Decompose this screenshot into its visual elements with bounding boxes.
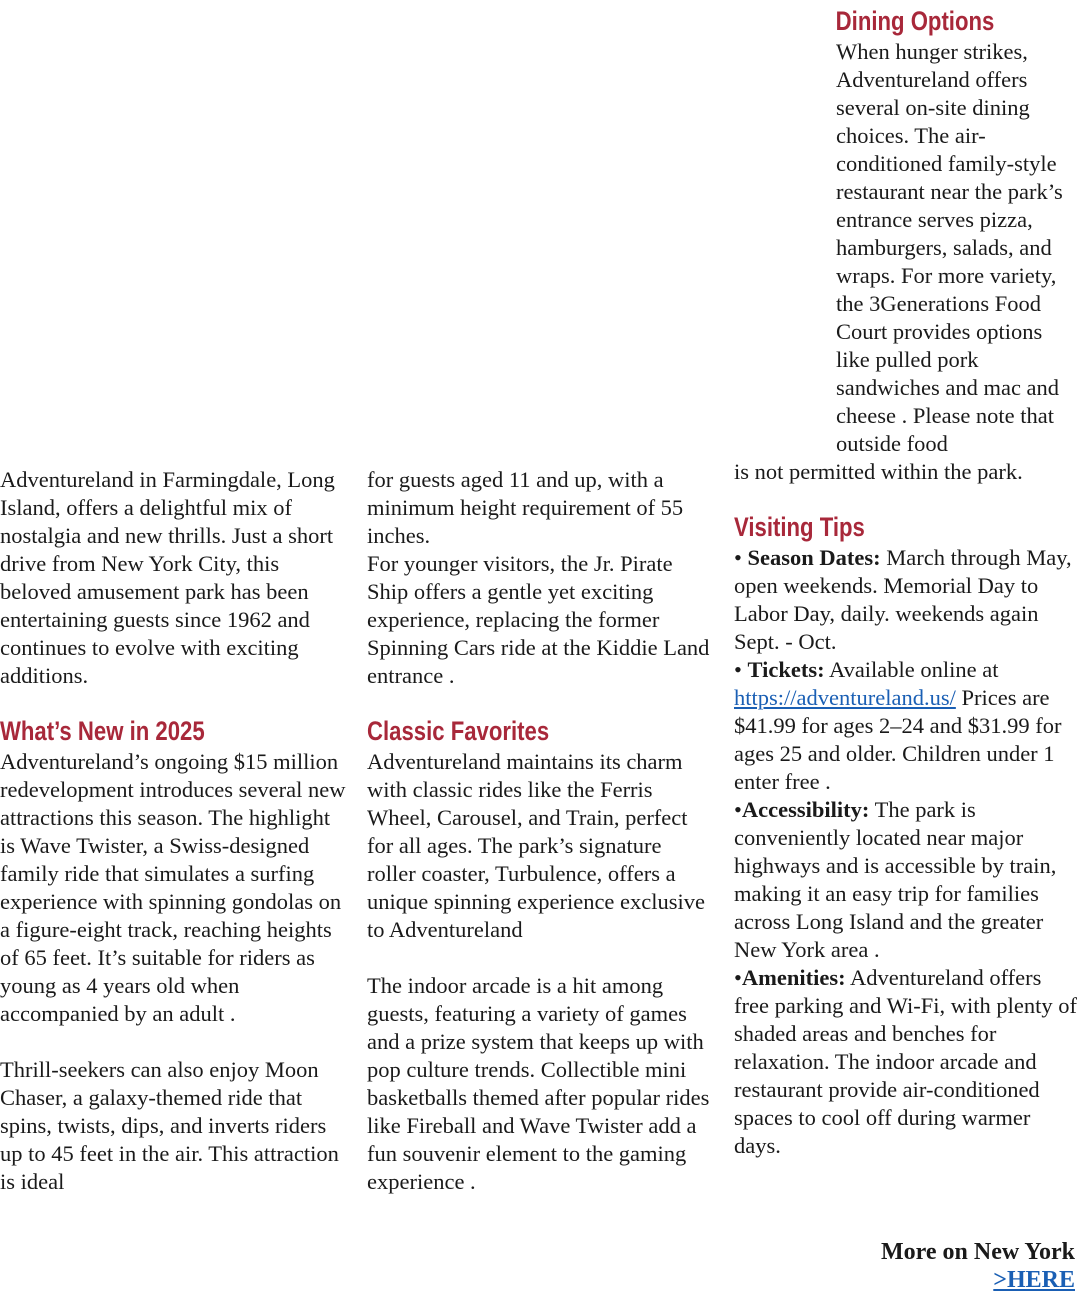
visiting-tips-section: Visiting Tips • Season Dates: March thro…	[734, 510, 1077, 1160]
bullet-icon: •	[734, 657, 742, 682]
dining-paragraph-tail: is not permitted within the park.	[734, 459, 1023, 484]
amenities-text: Adventureland offers free parking and Wi…	[734, 965, 1077, 1158]
tip-accessibility: •Accessibility: The park is conveniently…	[734, 796, 1077, 964]
arcade-paragraph: The indoor arcade is a hit among guests,…	[367, 973, 710, 1194]
tickets-label: Tickets:	[747, 657, 825, 682]
bullet-icon: •	[734, 965, 742, 990]
more-on-new-york: More on New York >HERE	[881, 1238, 1075, 1294]
whats-new-heading: What’s New in 2025	[0, 716, 205, 746]
jr-pirate-ship-paragraph: For younger visitors, the Jr. Pirate Shi…	[367, 551, 710, 688]
adventureland-link[interactable]: https://adventureland.us/	[734, 685, 956, 710]
more-label: More on New York	[881, 1239, 1075, 1265]
column-3: Dining Options When hunger strikes, Adve…	[734, 4, 1077, 1160]
season-label: Season Dates:	[747, 545, 881, 570]
season-text: March through May, open weekends. Memori…	[734, 545, 1072, 654]
tip-season: • Season Dates: March through May, open …	[734, 544, 1077, 656]
tickets-text: Available online at	[824, 657, 999, 682]
amenities-label: Amenities:	[741, 965, 846, 990]
tip-tickets: • Tickets: Available online at https://a…	[734, 656, 1077, 796]
dining-paragraph: When hunger strikes, Adventureland offer…	[836, 39, 1063, 456]
bullet-icon: •	[734, 797, 742, 822]
bullet-icon: •	[734, 545, 742, 570]
accessibility-text: The park is conveniently located near ma…	[734, 797, 1057, 962]
intro-paragraph: Adventureland in Farmingdale, Long Islan…	[0, 467, 335, 688]
visiting-tips-heading: Visiting Tips	[734, 512, 865, 542]
classic-favorites-heading: Classic Favorites	[367, 716, 550, 746]
accessibility-label: Accessibility:	[741, 797, 870, 822]
tip-amenities: •Amenities: Adventureland offers free pa…	[734, 964, 1077, 1160]
here-link[interactable]: >HERE	[993, 1267, 1075, 1293]
column-2: for guests aged 11 and up, with a minimu…	[367, 466, 712, 1196]
moon-chaser-paragraph: Thrill-seekers can also enjoy Moon Chase…	[0, 1057, 339, 1194]
classic-rides-paragraph: Adventureland maintains its charm with c…	[367, 749, 706, 942]
dining-options-heading: Dining Options	[835, 6, 995, 36]
moon-chaser-continued: for guests aged 11 and up, with a minimu…	[367, 467, 684, 548]
whats-new-paragraph: Adventureland’s ongoing $15 million rede…	[0, 749, 346, 1026]
tickets-prices: Prices are $41.99 for ages 2–24 and $31.…	[734, 685, 1062, 794]
column-1: Adventureland in Farmingdale, Long Islan…	[0, 466, 350, 1196]
